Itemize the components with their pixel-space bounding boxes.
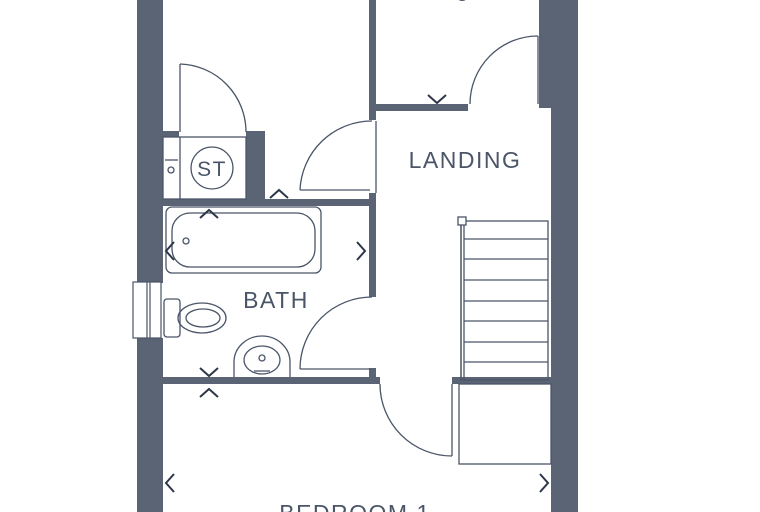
marker-bath-right (356, 241, 367, 261)
upper-room-bottom-wall (369, 104, 468, 111)
upper-room-left-wall (369, 0, 376, 110)
marker-bath-bottom (199, 367, 219, 378)
bath-bottom-wall (163, 377, 380, 384)
marker-upper-room-bottom (427, 94, 447, 105)
basin (233, 335, 291, 377)
storage-tank (190, 146, 234, 190)
toilet (163, 298, 227, 338)
right-exterior-wall (551, 0, 578, 512)
marker-cupboard-bottom (269, 188, 289, 199)
bath-tub (165, 206, 322, 274)
staircase (457, 216, 552, 465)
bath-door (299, 296, 373, 370)
marker-bath-top (199, 208, 219, 219)
upper-room-door (469, 35, 539, 105)
landing-left-door (299, 120, 377, 193)
cupboard-right-wall (246, 131, 265, 205)
marker-bedroom-top (199, 387, 219, 398)
left-exterior-wall-upper (137, 0, 163, 283)
dimension-markers (164, 94, 550, 493)
marker-bath-left (164, 241, 175, 261)
upper-right-stub-wall (539, 0, 551, 108)
left-exterior-wall-lower (137, 338, 163, 512)
doors (179, 35, 539, 457)
room-label-upper-partial: g (456, 0, 470, 1)
room-label-bedroom1: BEDROOM 1 (279, 500, 431, 512)
exterior-walls (137, 0, 578, 512)
bedroom-door (379, 383, 453, 457)
landing-left-wall-stub (369, 110, 376, 120)
storage-cupboard (162, 136, 247, 200)
marker-bedroom-left (164, 473, 175, 493)
bath-window (132, 281, 162, 339)
bath-right-wall-lower (369, 368, 376, 382)
room-label-bath: BATH (243, 287, 309, 313)
bath-right-wall-upper (369, 193, 376, 297)
marker-bedroom-right (539, 473, 550, 493)
room-label-landing: LANDING (409, 147, 522, 173)
bath-top-wall (163, 199, 373, 206)
cupboard-top-wall (163, 131, 179, 137)
storage-label: ST (197, 158, 227, 181)
cupboard-door (179, 63, 247, 133)
